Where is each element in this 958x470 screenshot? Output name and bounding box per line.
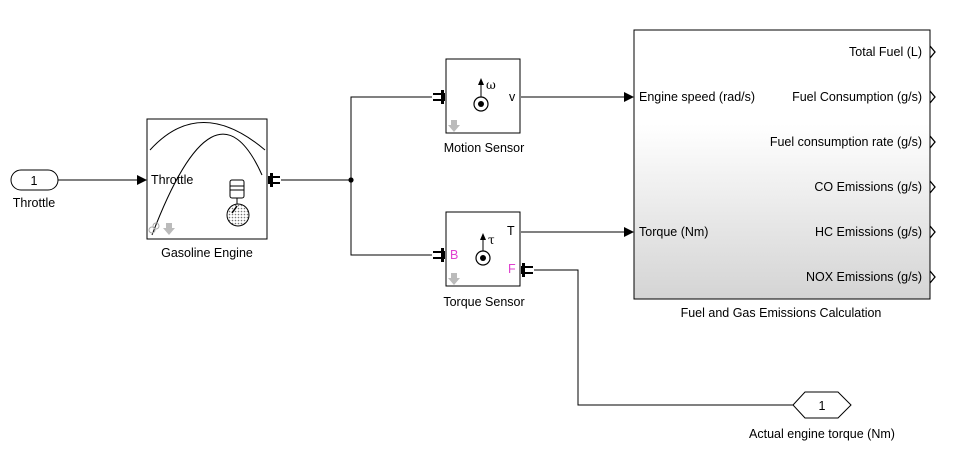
- inport-number: 1: [31, 174, 38, 188]
- inport-label: Throttle: [13, 196, 55, 210]
- outport-actual-torque[interactable]: 1 Actual engine torque (Nm): [749, 391, 895, 441]
- output-port-4[interactable]: [929, 180, 936, 194]
- emissions-frame[interactable]: [633, 29, 931, 300]
- motion-sensor-frame[interactable]: [445, 58, 521, 134]
- engine-name: Gasoline Engine: [161, 246, 253, 260]
- output-port-2[interactable]: [929, 90, 936, 104]
- engine-port-throttle-label: Throttle: [151, 173, 193, 187]
- line-branch-torque[interactable]: [350, 180, 432, 256]
- output-port-5[interactable]: [929, 225, 936, 239]
- torque-sensor-shift-arrow-icon: [448, 273, 460, 285]
- emissions-output-hc: HC Emissions (g/s): [815, 225, 922, 239]
- emissions-name: Fuel and Gas Emissions Calculation: [681, 306, 882, 320]
- torque-sensor-port-b[interactable]: [433, 248, 445, 262]
- signal-lines: [58, 96, 793, 406]
- outport-shape[interactable]: [792, 391, 852, 419]
- torque-sensor-block[interactable]: τ T B F Torque Sensor: [433, 211, 533, 309]
- library-link-icon: [148, 222, 160, 234]
- output-port-1[interactable]: [929, 45, 936, 59]
- inport-shape[interactable]: [10, 169, 59, 191]
- emissions-output-fuel-consumption: Fuel Consumption (g/s): [792, 90, 922, 104]
- engine-conn-port[interactable]: [268, 173, 280, 187]
- gasoline-engine-block[interactable]: Throttle Gasoline Engine: [146, 118, 280, 260]
- arrow-throttle-in: [137, 175, 147, 185]
- motion-sensor-port-v: v: [509, 90, 516, 104]
- emissions-subsystem-block[interactable]: Engine speed (rad/s) Torque (Nm) Total F…: [633, 29, 936, 320]
- arrow-speed-in: [624, 92, 634, 102]
- torque-sensor-port-b-label: B: [450, 248, 458, 262]
- piston-icon: [226, 179, 250, 227]
- line-torque-to-outport[interactable]: [534, 269, 793, 406]
- torque-sensor-icon: [475, 233, 491, 266]
- outport-label: Actual engine torque (Nm): [749, 427, 895, 441]
- engine-curve-power: [151, 133, 263, 236]
- motion-sensor-name: Motion Sensor: [444, 141, 525, 155]
- arrow-torque-in: [624, 227, 634, 237]
- emissions-output-nox: NOX Emissions (g/s): [806, 270, 922, 284]
- motion-sensor-shift-arrow-icon: [448, 120, 460, 132]
- output-port-3[interactable]: [929, 135, 936, 149]
- torque-sensor-port-t: T: [507, 224, 515, 238]
- emissions-input-torque: Torque (Nm): [639, 225, 708, 239]
- torque-sensor-port-f-label: F: [508, 262, 516, 276]
- motion-sensor-input-port[interactable]: [433, 90, 445, 104]
- emissions-output-co: CO Emissions (g/s): [814, 180, 922, 194]
- outport-number: 1: [819, 399, 826, 413]
- torque-sensor-port-f[interactable]: [521, 263, 533, 277]
- output-port-6[interactable]: [929, 270, 936, 284]
- emissions-input-speed: Engine speed (rad/s): [639, 90, 755, 104]
- emissions-output-fuel-rate: Fuel consumption rate (g/s): [770, 135, 922, 149]
- torque-sensor-name: Torque Sensor: [443, 295, 524, 309]
- branch-point: [348, 177, 354, 183]
- motion-sensor-symbol: ω: [486, 78, 496, 92]
- engine-curve-torque: [149, 122, 266, 151]
- motion-sensor-block[interactable]: ω v Motion Sensor: [433, 58, 525, 155]
- motion-sensor-icon: [473, 78, 489, 112]
- line-branch-motion[interactable]: [350, 96, 432, 180]
- torque-sensor-symbol: τ: [488, 233, 495, 247]
- emissions-output-port-chevrons[interactable]: [929, 45, 936, 284]
- inport-throttle[interactable]: 1 Throttle: [10, 169, 59, 210]
- engine-shift-arrow-icon: [163, 223, 175, 235]
- emissions-output-total-fuel: Total Fuel (L): [849, 45, 922, 59]
- arrowheads: [137, 92, 634, 237]
